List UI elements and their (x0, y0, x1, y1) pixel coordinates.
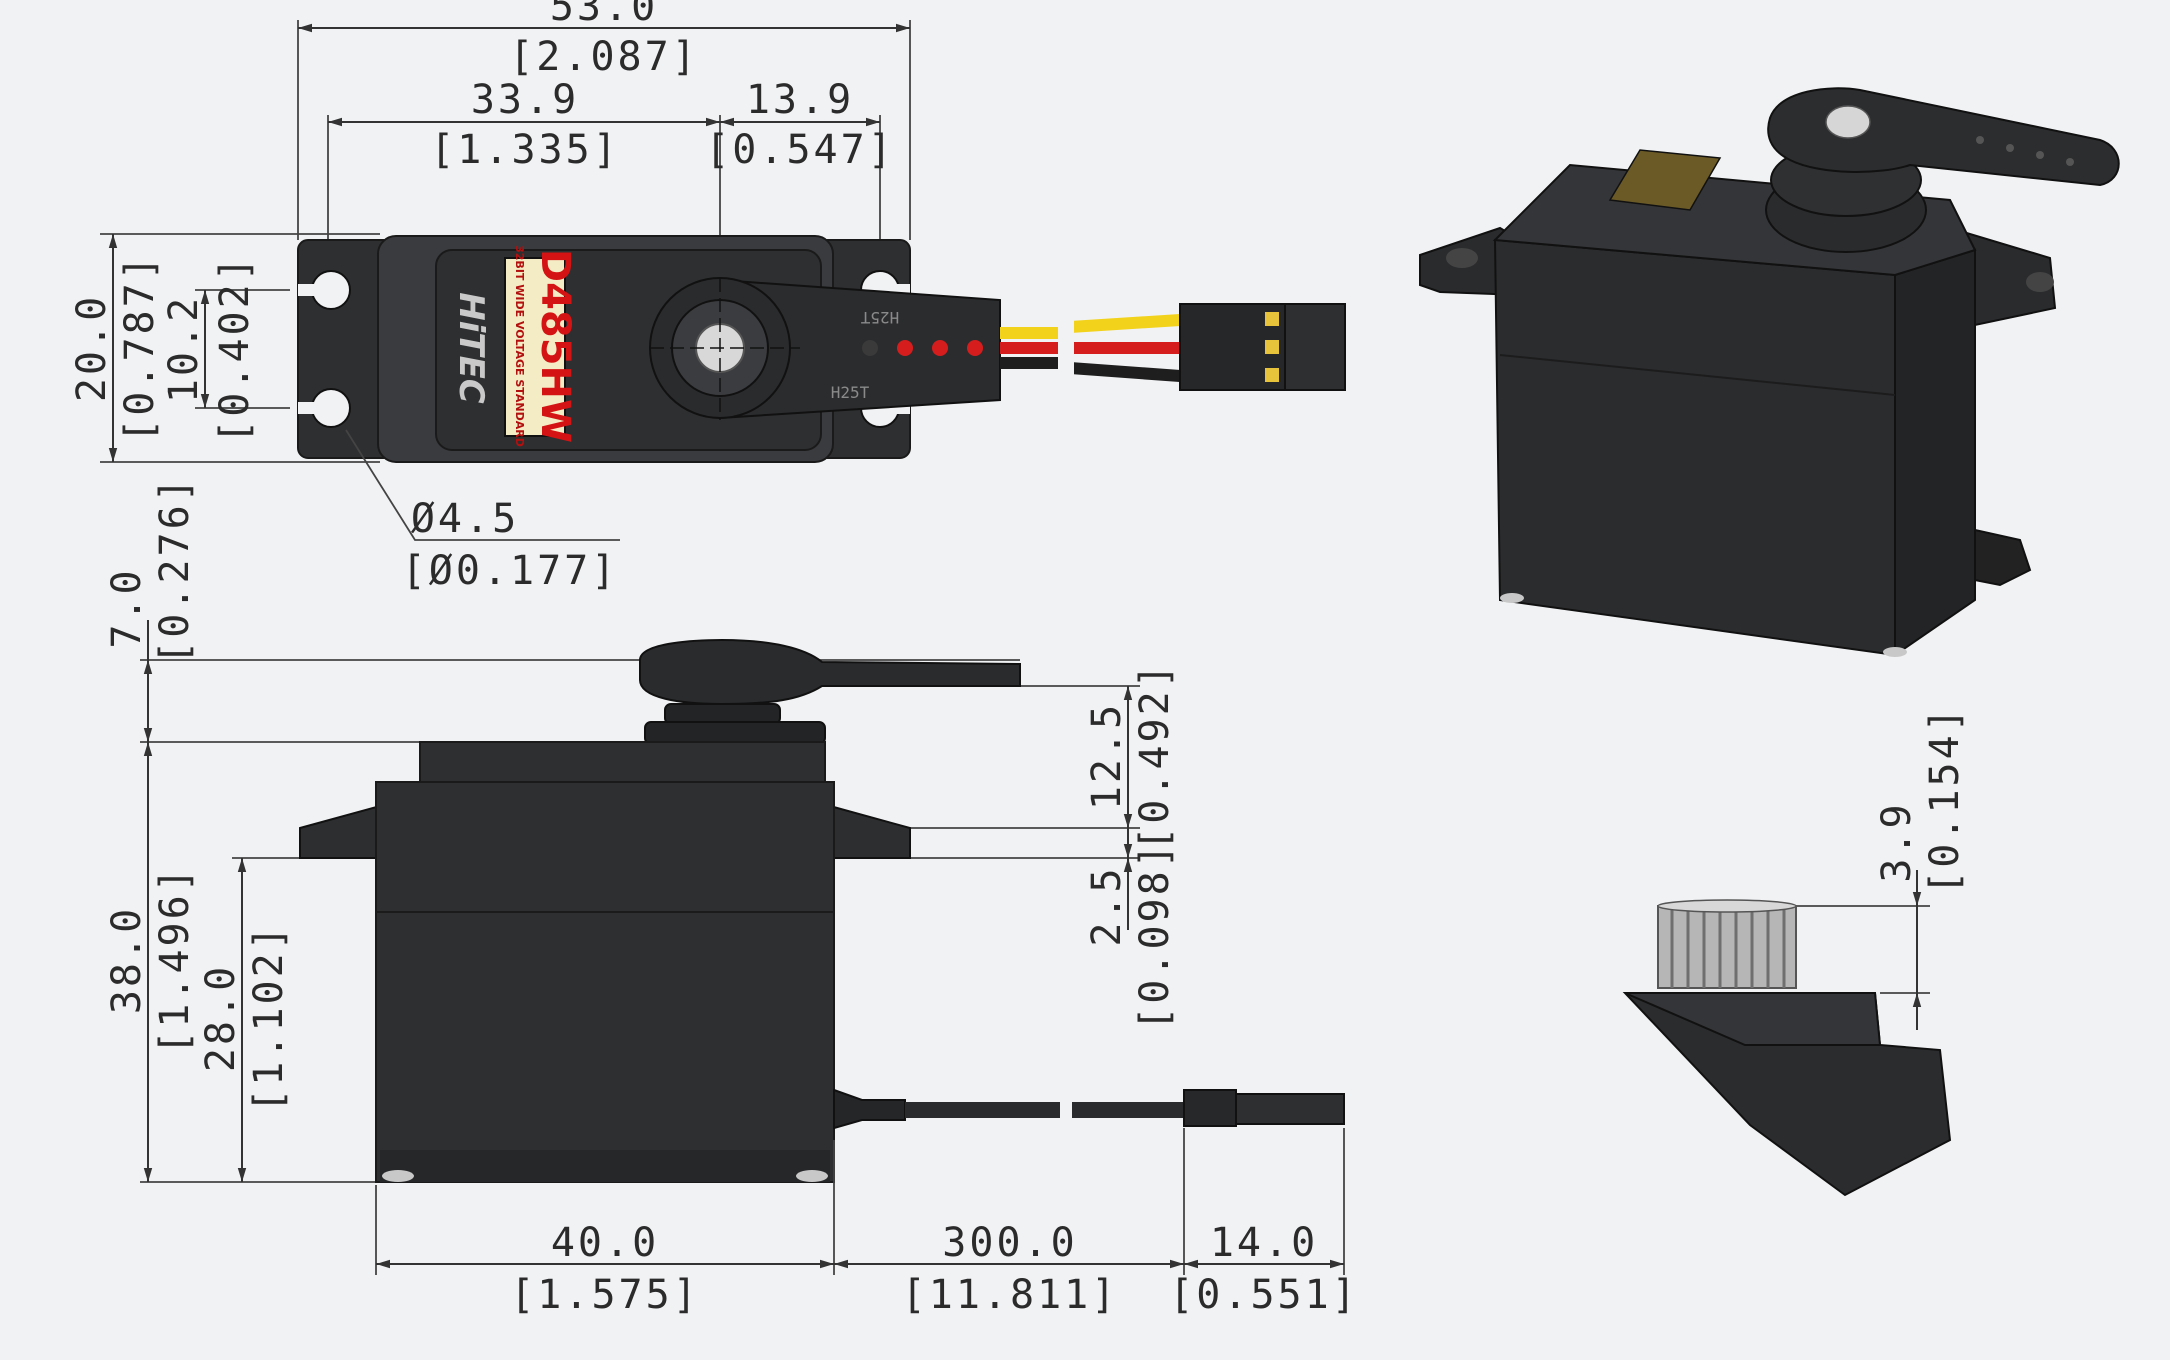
dim-horn-to-flange: 12.5 (1084, 702, 1130, 810)
dim-body-height: 38.0 (104, 906, 150, 1014)
dim-flange-thick-in: [0.098] (1132, 841, 1178, 1031)
side-view: 7.0 [0.276] 38.0 [1.496] 28.0 [1.102] 12… (104, 475, 1359, 1318)
horn-text-bottom: H25T (831, 383, 870, 402)
iso-label (1608, 149, 1722, 211)
dim-mount-span-in: [1.335] (430, 127, 620, 173)
label-brand: HiTEC (451, 292, 491, 404)
dim-flange-thick: 2.5 (1084, 865, 1130, 946)
dim-mount-height: 28.0 (198, 964, 244, 1072)
servo-top-cap (419, 741, 826, 785)
dim-height: 20.0 (69, 294, 115, 402)
dim-horn-to-flange-in: [0.492] (1132, 661, 1178, 851)
dim-overall-width: 53.0 (550, 0, 658, 30)
dim-shaft-offset: 13.9 (746, 77, 854, 123)
dim-hole-spacing-in: [0.402] (212, 254, 258, 444)
model-label (504, 257, 566, 437)
dim-hole-spacing: 10.2 (161, 295, 207, 403)
dim-mount-span: 33.9 (471, 77, 579, 123)
iso-case-front (1493, 238, 1896, 657)
dim-shaft-offset-in: [0.547] (705, 127, 895, 173)
top-view: 53.0 [2.087] 33.9 [1.335] 13.9 [0.547] 2… (69, 0, 1346, 594)
dim-connector-in: [0.551] (1169, 1272, 1359, 1318)
isometric-view (1419, 87, 2120, 657)
dim-connector: 14.0 (1210, 1220, 1318, 1266)
dim-hole-dia-in: [Ø0.177] (402, 548, 619, 594)
iso-case-side (1894, 248, 1976, 657)
cable-strain-relief (833, 1088, 906, 1130)
dim-body-height-in: [1.496] (152, 865, 198, 1055)
dim-spline-height: 3.9 (1874, 801, 1920, 882)
dim-height-in: [0.787] (117, 253, 163, 443)
wire-black (1000, 357, 1181, 382)
dim-mount-height-in: [1.102] (246, 923, 292, 1113)
spline-detail-view: 3.9 [0.154] (1622, 705, 1968, 1197)
cable-lead (905, 1102, 1060, 1118)
dim-body-width-in: [1.575] (510, 1272, 700, 1318)
output-spline (1657, 905, 1797, 989)
dim-lead-length-in: [11.811] (902, 1272, 1119, 1318)
dim-spline-height-in: [0.154] (1922, 705, 1968, 895)
horn-text-top: H25T (860, 308, 899, 327)
servo-horn-side (639, 638, 1021, 706)
wire-yellow (1000, 314, 1181, 339)
dim-horn-height-in: [0.276] (152, 475, 198, 665)
label-model: D485HW (532, 249, 578, 443)
servo-case-side (375, 781, 835, 1183)
dim-hole-dia: Ø4.5 (411, 496, 519, 542)
label-sub: 32BIT WIDE VOLTAGE STANDARD (513, 245, 526, 447)
mount-flange-right (829, 804, 911, 859)
mount-flange-left (299, 804, 381, 859)
iso-horn-screw (1825, 105, 1871, 139)
dim-lead-length: 300.0 (942, 1220, 1077, 1266)
dim-horn-height: 7.0 (104, 567, 150, 648)
dim-body-width: 40.0 (551, 1220, 659, 1266)
leader-hole-dia (345, 429, 620, 541)
dim-overall-width-in: [2.087] (509, 34, 699, 80)
